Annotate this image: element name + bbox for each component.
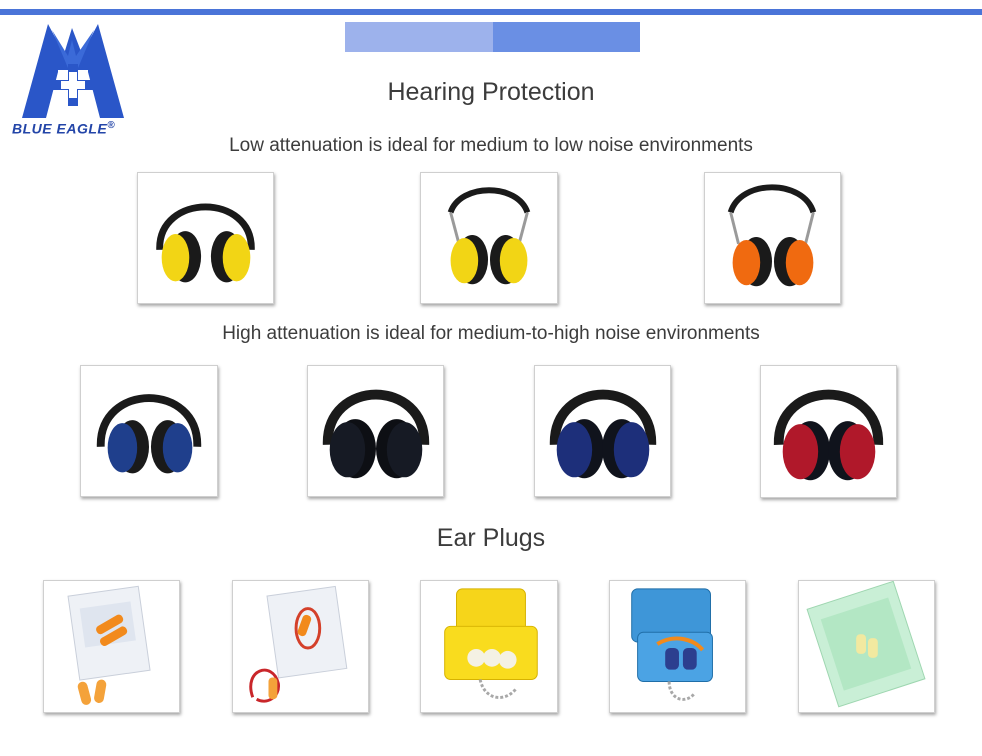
ear-plugs-heading: Ear Plugs (436, 524, 546, 552)
green-earplug-pack-icon (806, 581, 926, 708)
product-card-green-plug-pack[interactable] (798, 580, 935, 713)
yellow-earmuff-wire-band-icon (447, 187, 531, 285)
product-card-navy-earmuff[interactable] (534, 365, 671, 497)
product-card-blue-case-plugs[interactable] (609, 580, 746, 713)
low-attenuation-heading: Low attenuation is ideal for medium to l… (229, 135, 753, 156)
page-title: Hearing Protection (387, 78, 595, 106)
blue-earmuff-icon (96, 394, 202, 474)
product-card-yellow-case-plugs[interactable] (420, 580, 558, 713)
product-card-yellow-earmuff[interactable] (137, 172, 274, 304)
product-card-orange-earmuff[interactable] (704, 172, 841, 304)
yellow-earmuff-plastic-band-icon (156, 203, 255, 283)
top-accent-bar (0, 9, 982, 15)
high-attenuation-heading: High attenuation is ideal for medium-to-… (222, 323, 760, 344)
product-card-yellow-wire-earmuff[interactable] (420, 172, 558, 304)
product-card-blue-earmuff[interactable] (80, 365, 218, 497)
yellow-case-white-plugs-icon (444, 588, 538, 699)
corded-orange-plugs-bag-icon (249, 585, 348, 703)
navy-earmuff-icon (549, 389, 657, 479)
product-card-foam-plugs[interactable] (43, 580, 180, 713)
orange-foam-plugs-bag-icon (67, 585, 151, 705)
product-card-red-earmuff[interactable] (760, 365, 897, 498)
orange-earmuff-wire-band-icon (727, 184, 817, 287)
product-card-corded-plugs[interactable] (232, 580, 369, 713)
red-earmuff-icon (773, 389, 884, 481)
brand-name: BLUE EAGLE® (12, 120, 116, 137)
top-tab-decoration (345, 22, 640, 52)
black-earmuff-icon (322, 389, 430, 479)
product-card-black-earmuff[interactable] (307, 365, 444, 497)
blue-eagle-logo-icon (8, 20, 138, 145)
blue-case-flanged-plugs-icon (631, 588, 713, 701)
